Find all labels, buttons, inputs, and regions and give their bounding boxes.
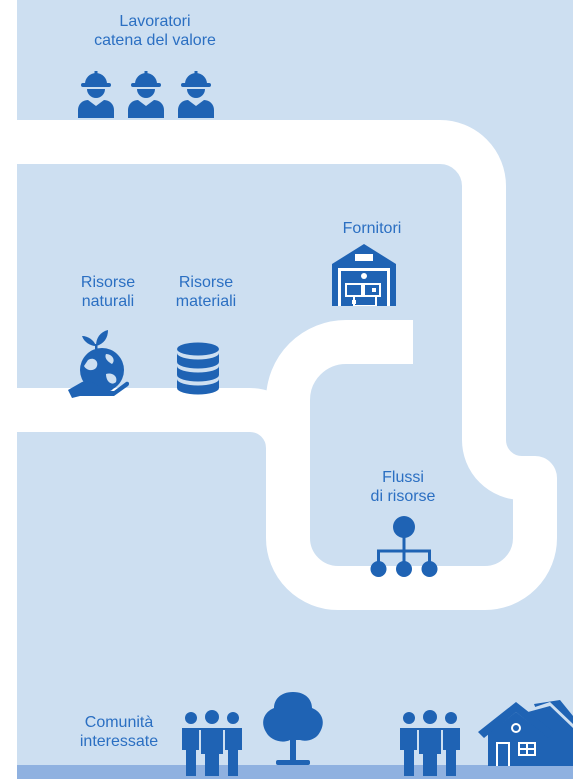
- houses-icon: [478, 700, 573, 766]
- resource-flows-label: Flussi di risorse: [371, 468, 436, 506]
- road-path: [17, 120, 557, 610]
- communities-label-line-1: Comunità: [84, 714, 154, 731]
- worker-helmet-icon: [78, 71, 114, 118]
- resource-flows-label-line-2: di risorse: [370, 488, 436, 505]
- material-resources-label-line-1: Risorse: [178, 274, 234, 291]
- material-resources-label: Risorse materiali: [176, 273, 236, 311]
- natural-resources-label-line-2: naturali: [81, 293, 135, 310]
- suppliers-label-line-1: Fornitori: [342, 220, 402, 237]
- people-group-icon: [182, 710, 242, 776]
- resource-flows-label-line-1: Flussi: [382, 469, 424, 486]
- worker-helmet-icon: [128, 71, 164, 118]
- communities-label-line-2: interessate: [79, 733, 159, 750]
- network-tree-icon: [370, 516, 438, 577]
- workers-label-line-1: Lavoratori: [119, 13, 191, 30]
- factory-building-icon: [332, 244, 396, 306]
- suppliers-label: Fornitori: [343, 219, 402, 238]
- worker-helmet-icon: [178, 71, 214, 118]
- natural-resources-label-line-1: Risorse: [80, 274, 136, 291]
- road-branch: [17, 388, 310, 450]
- workers-label-line-2: catena del valore: [94, 32, 216, 49]
- workers-label: Lavoratori catena del valore: [94, 12, 216, 50]
- communities-label: Comunità interessate: [80, 713, 158, 751]
- database-stack-icon: [177, 342, 219, 395]
- natural-resources-label: Risorse naturali: [81, 273, 135, 311]
- tree-icon: [263, 692, 323, 765]
- earth-in-hand-icon: [68, 330, 130, 398]
- material-resources-label-line-2: materiali: [175, 293, 237, 310]
- people-group-icon: [400, 710, 460, 776]
